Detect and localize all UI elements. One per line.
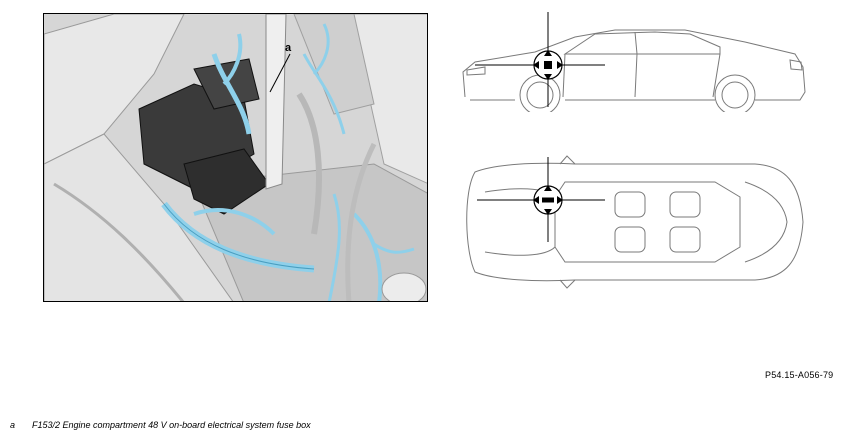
callout-label-a: a (285, 42, 292, 54)
location-marker-top (542, 197, 554, 203)
engine-compartment-illustration: a (43, 13, 428, 302)
legend-text: F153/2 Engine compartment 48 V on-board … (32, 420, 311, 430)
legend-key: a (10, 420, 16, 430)
legend-row: a F153/2 Engine compartment 48 V on-boar… (10, 420, 311, 430)
figure-reference-code: P54.15-A056-79 (765, 370, 834, 380)
vehicle-side-view (455, 12, 815, 116)
engine-compartment-drawing: a (44, 14, 427, 301)
vehicle-top-view (455, 152, 815, 292)
location-marker-side (544, 61, 552, 69)
